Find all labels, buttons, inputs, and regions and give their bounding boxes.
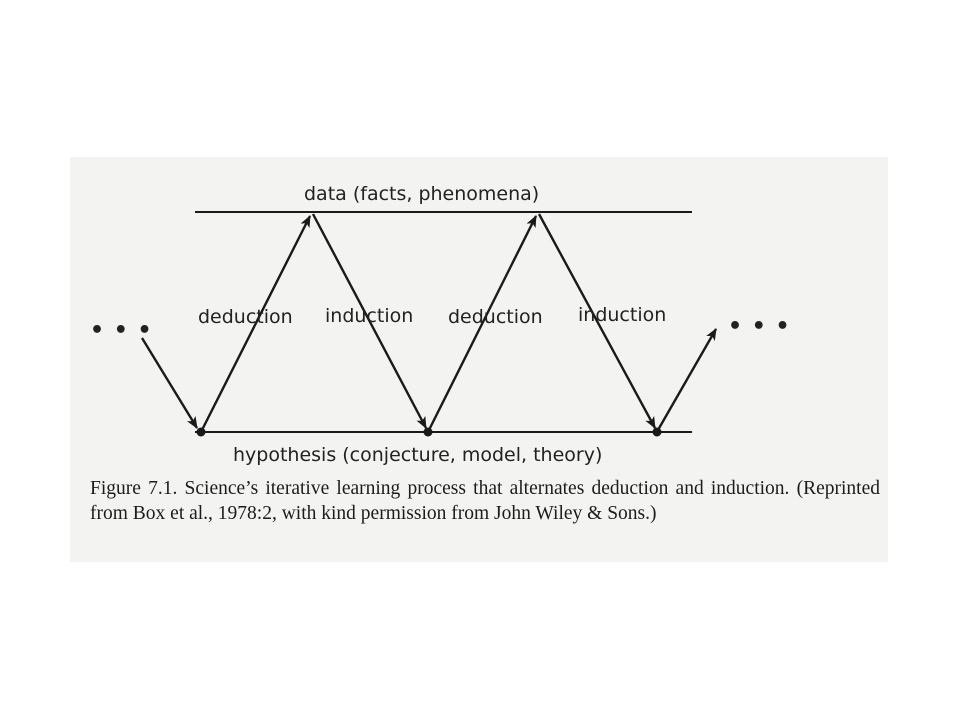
hypothesis-node (423, 427, 433, 437)
label-induction-1: induction (325, 305, 413, 327)
hypothesis-node (196, 427, 206, 437)
label-deduction-1: deduction (198, 306, 293, 328)
arrow-lead-in (140, 337, 199, 429)
hypothesis-label: hypothesis (conjecture, model, theory) (233, 444, 602, 466)
arrow-deduction-2 (427, 215, 538, 431)
label-induction-2: induction (578, 304, 666, 326)
arrow-deduction-1 (200, 215, 312, 431)
arrow-induction-1 (311, 213, 428, 429)
figure-caption: Figure 7.1. Science’s iterative learning… (90, 478, 880, 524)
ellipsis-right: • • • (728, 314, 791, 339)
data-label: data (facts, phenomena) (304, 183, 539, 205)
ellipsis-left: • • • (90, 318, 153, 343)
arrow-lead-out (656, 328, 718, 431)
hypothesis-node (652, 427, 662, 437)
label-deduction-2: deduction (448, 306, 543, 328)
figure-scan (70, 157, 888, 562)
arrow-induction-2 (537, 213, 657, 429)
